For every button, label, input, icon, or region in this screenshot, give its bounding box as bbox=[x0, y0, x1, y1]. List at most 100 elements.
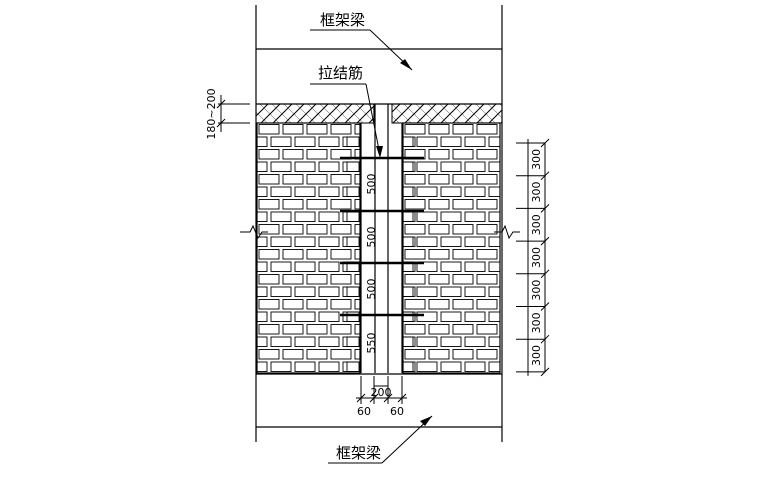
brick bbox=[257, 261, 268, 272]
brick bbox=[464, 211, 486, 222]
brick bbox=[452, 149, 474, 160]
brick bbox=[294, 361, 316, 372]
brick bbox=[270, 236, 292, 247]
brick bbox=[403, 361, 416, 372]
brick bbox=[476, 299, 498, 310]
brick bbox=[282, 149, 304, 160]
brick bbox=[354, 124, 360, 135]
brick bbox=[416, 186, 438, 197]
brick bbox=[403, 286, 414, 297]
brick bbox=[258, 274, 280, 285]
brick bbox=[258, 224, 280, 235]
brick bbox=[404, 174, 426, 185]
brick bbox=[330, 124, 352, 135]
brick bbox=[476, 349, 498, 360]
brick bbox=[257, 336, 268, 347]
brick bbox=[452, 124, 474, 135]
brick bbox=[488, 336, 500, 347]
brick bbox=[318, 336, 340, 347]
brick bbox=[330, 174, 352, 185]
brick bbox=[403, 336, 416, 347]
brick bbox=[404, 349, 426, 360]
brick bbox=[476, 224, 498, 235]
brick bbox=[403, 286, 416, 297]
brick bbox=[354, 199, 360, 210]
brick bbox=[403, 161, 416, 172]
brick bbox=[488, 361, 500, 372]
brick bbox=[306, 324, 328, 335]
brick bbox=[257, 361, 268, 372]
brick bbox=[428, 349, 450, 360]
brick bbox=[294, 236, 316, 247]
course-height-text: 300 bbox=[530, 214, 543, 235]
brick bbox=[416, 261, 438, 272]
dimension-tick bbox=[540, 302, 550, 311]
brick bbox=[257, 236, 268, 247]
top-beam-label-group: 框架梁 bbox=[310, 11, 413, 71]
brick bbox=[403, 311, 416, 322]
brick bbox=[318, 361, 340, 372]
brick bbox=[270, 136, 292, 147]
dimension-tick bbox=[540, 236, 550, 246]
brick bbox=[476, 249, 498, 260]
brick bbox=[428, 224, 450, 235]
brick bbox=[330, 199, 352, 210]
brick bbox=[416, 236, 438, 247]
dimension-tick bbox=[540, 171, 550, 181]
brick bbox=[258, 349, 280, 360]
brick bbox=[501, 275, 521, 285]
brick bbox=[354, 299, 360, 310]
tie-spacing-text: 500 bbox=[365, 174, 378, 195]
brick bbox=[464, 336, 486, 347]
brick bbox=[501, 225, 521, 235]
brick bbox=[404, 274, 426, 285]
dimension-tick bbox=[540, 138, 550, 148]
brick bbox=[488, 186, 500, 197]
dimension-tick bbox=[540, 269, 550, 279]
brick bbox=[330, 224, 352, 235]
brick bbox=[476, 324, 498, 335]
brick-wall-right bbox=[403, 124, 521, 372]
brick bbox=[282, 299, 304, 310]
brick bbox=[257, 186, 268, 197]
brick bbox=[258, 124, 280, 135]
brick bbox=[270, 161, 292, 172]
brick bbox=[416, 211, 438, 222]
side-left-dimension-text: 60 bbox=[357, 405, 371, 418]
brick bbox=[403, 361, 414, 372]
brick bbox=[428, 199, 450, 210]
bottom-beam-label-group: 框架梁 bbox=[328, 415, 433, 464]
brick bbox=[404, 299, 426, 310]
gap-width-dimension-text: 200 bbox=[371, 386, 392, 399]
course-height-text: 300 bbox=[530, 280, 543, 301]
top-beam-label: 框架梁 bbox=[320, 11, 365, 29]
brick bbox=[501, 300, 521, 310]
brick bbox=[440, 161, 462, 172]
brick bbox=[452, 349, 474, 360]
brick bbox=[270, 361, 292, 372]
brick bbox=[464, 286, 486, 297]
brick bbox=[282, 249, 304, 260]
brick bbox=[428, 124, 450, 135]
bottom-width-dimensions bbox=[356, 376, 407, 404]
brick bbox=[440, 336, 462, 347]
brick bbox=[318, 286, 340, 297]
brick bbox=[270, 336, 292, 347]
brick bbox=[346, 311, 360, 322]
brick bbox=[306, 349, 328, 360]
brick bbox=[318, 186, 340, 197]
brick bbox=[403, 311, 414, 322]
brick bbox=[464, 161, 486, 172]
brick bbox=[354, 174, 360, 185]
brick bbox=[346, 161, 360, 172]
brick bbox=[258, 199, 280, 210]
brick bbox=[282, 199, 304, 210]
brick bbox=[258, 299, 280, 310]
dimension-tick bbox=[540, 204, 550, 213]
brick bbox=[416, 161, 438, 172]
brick bbox=[306, 249, 328, 260]
brick bbox=[403, 236, 416, 247]
